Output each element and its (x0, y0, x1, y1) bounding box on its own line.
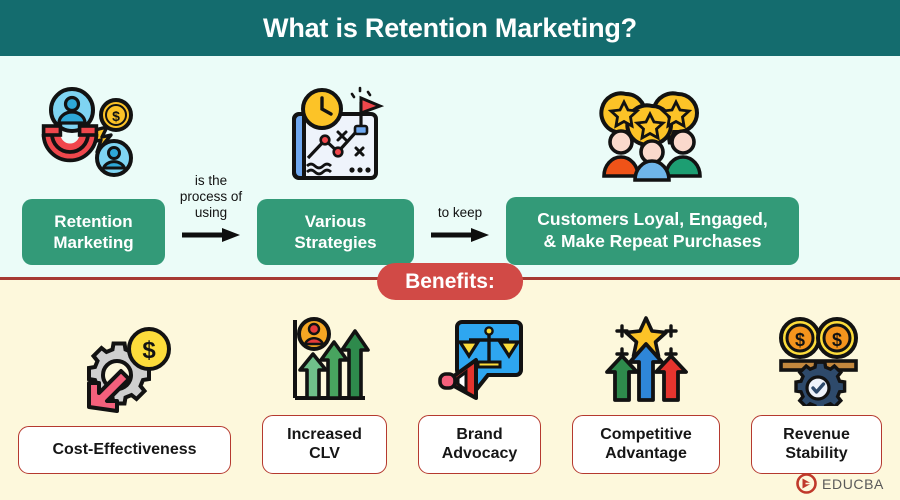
magnet-customers-icon: $ (38, 82, 150, 191)
svg-text:$: $ (142, 337, 156, 364)
benefit-item-revenue-stability: $ $ Revenue Stability (751, 314, 882, 474)
benefits-section: $ Cost-Effectiveness (0, 280, 900, 500)
flow-node-retention-marketing: $ Retention Marketing (22, 82, 165, 265)
flow-label-customers-loyal: Customers Loyal, Engaged, & Make Repeat … (506, 197, 799, 265)
educba-logo-text: EDUCBA (822, 475, 884, 492)
benefit-label-competitive-advantage: Competitive Advantage (572, 414, 720, 474)
flow-label-various-strategies: Various Strategies (257, 198, 414, 265)
definition-section: $ Retention Marketing (0, 56, 900, 280)
header-bar: What is Retention Marketing? (0, 0, 900, 56)
star-rating-people-icon (593, 80, 713, 189)
benefit-label-increased-clv: Increased CLV (262, 414, 387, 474)
coins-balance-gear-icon: $ $ (769, 314, 865, 406)
benefit-item-brand-advocacy: Brand Advocacy (418, 314, 541, 474)
gear-coin-arrow-icon: $ (77, 325, 173, 417)
flow-node-customers-loyal: Customers Loyal, Engaged, & Make Repeat … (506, 80, 799, 265)
three-arrows-star-icon (598, 314, 694, 406)
benefit-item-cost-effectiveness: $ Cost-Effectiveness (18, 325, 231, 474)
svg-text:$: $ (831, 330, 841, 350)
benefit-item-increased-clv: Increased CLV (262, 314, 387, 474)
educba-logo-icon (796, 473, 817, 494)
page-title: What is Retention Marketing? (263, 12, 637, 43)
flow-label-retention-marketing: Retention Marketing (22, 198, 165, 265)
flow-diagram: $ Retention Marketing (0, 56, 900, 277)
benefit-label-cost-effectiveness: Cost-Effectiveness (18, 426, 231, 474)
benefits-badge: Benefits: (377, 263, 523, 300)
megaphone-scales-icon (432, 314, 528, 406)
flow-connector-2: to keep (414, 205, 506, 265)
connector-2-label: to keep (437, 205, 483, 221)
educba-logo[interactable]: EDUCBA (796, 473, 884, 494)
connector-1-label: is the process of using (179, 173, 243, 221)
flow-connector-1: is the process of using (165, 173, 257, 265)
arrow-right-icon (431, 228, 489, 242)
growth-arrows-person-icon (277, 314, 373, 406)
benefit-label-brand-advocacy: Brand Advocacy (418, 414, 541, 474)
flow-node-various-strategies: Various Strategies (257, 82, 414, 265)
benefit-item-competitive-advantage: Competitive Advantage (572, 314, 720, 474)
benefit-label-revenue-stability: Revenue Stability (751, 414, 882, 474)
svg-text:$: $ (794, 330, 804, 350)
svg-text:$: $ (112, 108, 120, 124)
arrow-right-icon (182, 228, 240, 242)
strategy-map-icon (280, 82, 392, 191)
